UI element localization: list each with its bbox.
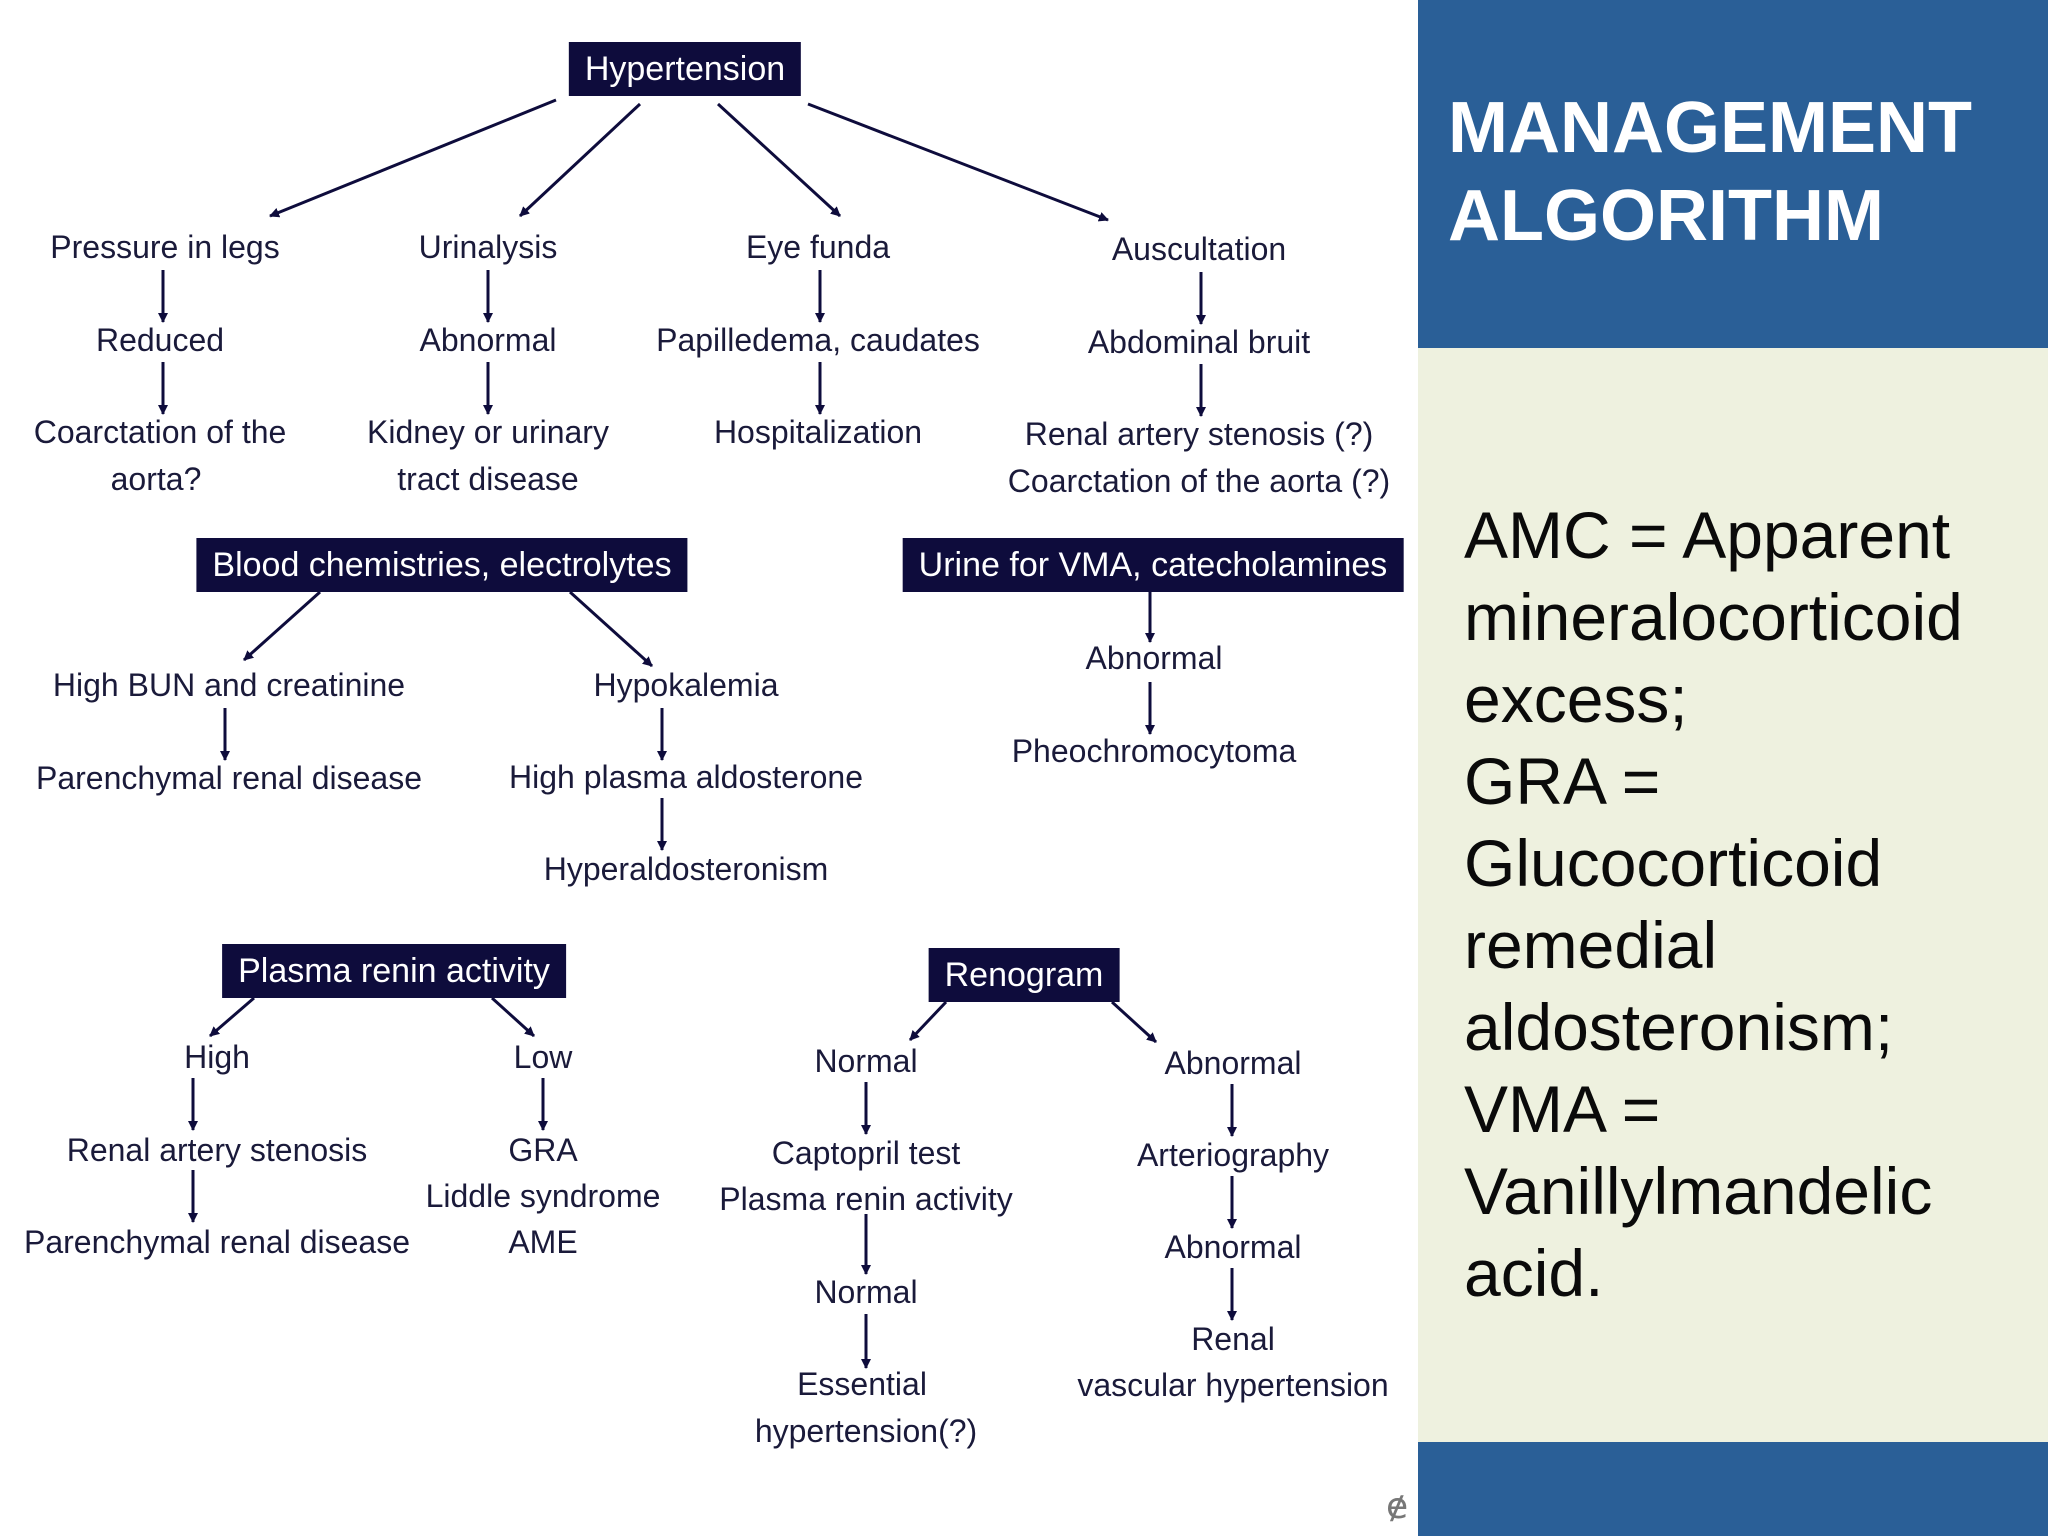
reduced-label: Reduced — [95, 322, 225, 358]
liddle-syndrome-label: Liddle syndrome — [425, 1178, 661, 1214]
arrow-root-urinalysis — [518, 102, 642, 218]
arrow-root-auscultation — [807, 102, 1109, 222]
arrow-renogram-abnormal — [1110, 1000, 1158, 1044]
slide-title: MANAGEMENT ALGORITHM — [1448, 84, 1972, 260]
renal-artery-stenosis-label: Renal artery stenosis — [66, 1132, 368, 1168]
hypokalemia-label: Hypokalemia — [593, 667, 779, 703]
gra-label: GRA — [508, 1132, 578, 1168]
kidney-disease-line-2: tract disease — [397, 461, 579, 497]
note-line: Vanillylmandelic — [1464, 1154, 1933, 1228]
arrow-blood-hypokalemia — [568, 590, 654, 668]
blood-chemistries-box: Blood chemistries, electrolytes — [196, 538, 688, 592]
title-panel: MANAGEMENT ALGORITHM — [1418, 0, 2048, 348]
hyperaldosteronism-label: Hyperaldosteronism — [543, 851, 829, 887]
high-bun-label: High BUN and creatinine — [52, 667, 406, 703]
abbreviation-note: AMC = Apparent mineralocorticoid excess;… — [1464, 494, 2034, 1314]
essential-hypertension-label: hypertension(?) — [754, 1413, 978, 1449]
coarctation-question-label: Coarctation of the aorta (?) — [1007, 463, 1391, 499]
abbreviation-panel: AMC = Apparent mineralocorticoid excess;… — [1418, 348, 2048, 1442]
arrow-renin-low — [490, 996, 536, 1038]
captopril-normal-label: Normal — [814, 1274, 918, 1310]
arrow-blood-bun — [242, 590, 322, 662]
papilledema-label: Papilledema, caudates — [656, 322, 980, 358]
note-line: aldosteronism; — [1464, 990, 1894, 1064]
urine-vma-box: Urine for VMA, catecholamines — [902, 538, 1404, 592]
abdominal-bruit-label: Abdominal bruit — [1087, 324, 1311, 360]
note-line: excess; — [1464, 662, 1688, 736]
essential-label: Essential — [797, 1366, 927, 1402]
footer-band — [1418, 1442, 2048, 1536]
coarctation-line-2: aorta? — [110, 461, 202, 497]
coarctation-line-1: Coarctation of the — [33, 414, 287, 450]
hospitalization-label: Hospitalization — [713, 414, 923, 450]
vascular-hypertension-label: vascular hypertension — [1077, 1367, 1389, 1403]
arteriography-abnormal-label: Abnormal — [1164, 1229, 1302, 1265]
note-line: remedial — [1464, 908, 1718, 982]
slide-title-line-1: MANAGEMENT — [1448, 88, 1972, 168]
renal-stenosis-question-label: Renal artery stenosis (?) — [1024, 416, 1374, 452]
note-line: VMA = — [1464, 1072, 1661, 1146]
management-flowchart: Hypertension Pressure in legs Reduced Co… — [24, 42, 1409, 1527]
pheochromocytoma-label: Pheochromocytoma — [1011, 733, 1297, 769]
note-line: GRA = — [1464, 744, 1661, 818]
captopril-test-label: Captopril test — [771, 1135, 961, 1171]
renogram-normal-label: Normal — [814, 1043, 918, 1079]
urine-abnormal-label: Abnormal — [1085, 640, 1223, 676]
captopril-renin-label: Plasma renin activity — [719, 1181, 1013, 1217]
arrow-renogram-normal — [908, 1000, 948, 1042]
arrow-root-eye — [716, 102, 842, 218]
note-line: mineralocorticoid — [1464, 580, 1963, 654]
corner-logo-icon: ɇ — [1386, 1486, 1409, 1527]
parenchymal-disease-label: Parenchymal renal disease — [36, 760, 422, 796]
auscultation-label: Auscultation — [1111, 231, 1287, 267]
renal-label: Renal — [1191, 1321, 1275, 1357]
high-aldosterone-label: High plasma aldosterone — [509, 759, 863, 795]
kidney-disease-line-1: Kidney or urinary — [367, 414, 609, 450]
flowchart-arrows — [158, 98, 1237, 1369]
urinalysis-abnormal-label: Abnormal — [419, 322, 557, 358]
arrow-renin-high — [209, 996, 255, 1038]
renin-parenchymal-label: Parenchymal renal disease — [24, 1224, 410, 1260]
ame-label: AME — [508, 1224, 578, 1260]
note-line: AMC = Apparent — [1464, 498, 1951, 572]
arrow-root-pressure — [269, 98, 557, 218]
renin-high-label: High — [184, 1039, 250, 1075]
note-line: Glucocorticoid — [1464, 826, 1883, 900]
urinalysis-label: Urinalysis — [418, 229, 558, 265]
eye-funda-label: Eye funda — [745, 229, 891, 265]
renin-low-label: Low — [513, 1039, 573, 1075]
note-line: acid. — [1464, 1236, 1604, 1310]
plasma-renin-box: Plasma renin activity — [222, 944, 566, 998]
slide-title-line-2: ALGORITHM — [1448, 176, 1884, 256]
hypertension-box: Hypertension — [568, 42, 802, 96]
renogram-box: Renogram — [928, 948, 1120, 1002]
pressure-in-legs-label: Pressure in legs — [50, 229, 280, 265]
arteriography-label: Arteriography — [1136, 1137, 1330, 1173]
renogram-abnormal-label: Abnormal — [1164, 1045, 1302, 1081]
